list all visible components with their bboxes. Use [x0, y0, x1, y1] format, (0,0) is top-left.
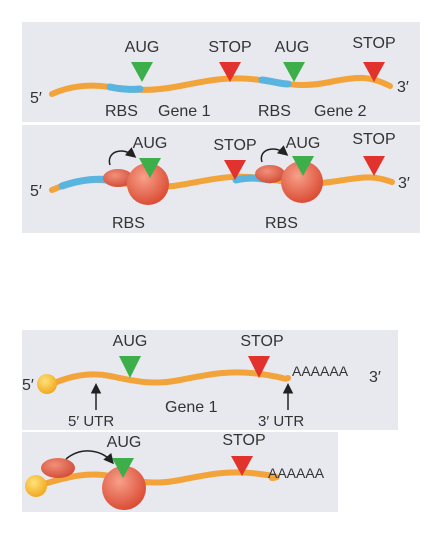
stop-codon-label-1: STOP: [208, 39, 251, 56]
five-prime-label: 5′: [22, 377, 34, 394]
stop-codon-label-2: STOP: [352, 35, 395, 52]
gene-label-2: Gene 2: [314, 103, 367, 120]
start-codon-label-2: AUG: [275, 39, 310, 56]
stop-codon-marker: [248, 356, 270, 378]
three-prime-label: 3′: [398, 175, 410, 192]
five-prime-label: 5′: [30, 183, 42, 200]
curved-arrow: [108, 147, 137, 166]
rbs-label-2: RBS: [265, 215, 298, 232]
ribosome-small-subunit: [41, 458, 75, 478]
rbs-segment-1: [106, 83, 144, 93]
utr-5-label: 5′ UTR: [68, 413, 114, 430]
ribosome-small-subunit: [103, 169, 133, 187]
eukaryote-top-panel: 5′ 3′ AUG STOP AAAAAA 5′ UTR Gene 1 3′ U…: [22, 330, 398, 430]
prokaryote-top-panel: 5′ 3′ AUG STOP AUG STOP RBS Gene 1 RBS G…: [22, 22, 420, 122]
stop-codon-marker: [231, 456, 253, 476]
start-codon-marker-1: [131, 62, 153, 82]
panel-background: [22, 22, 420, 122]
ribosome-large-subunit: [281, 161, 323, 203]
gene-label: Gene 1: [165, 399, 218, 416]
stop-codon-marker-1: [224, 160, 246, 180]
rbs-label-1: RBS: [105, 103, 138, 120]
start-codon-label: AUG: [107, 434, 142, 451]
stop-codon-marker-2: [363, 156, 385, 176]
three-prime-label: 3′: [369, 369, 381, 386]
poly-a-tail-label: AAAAAA: [292, 363, 349, 379]
start-codon-label-2: AUG: [286, 135, 321, 152]
start-codon-label: AUG: [113, 333, 148, 350]
start-codon-label-1: AUG: [125, 39, 160, 56]
stop-codon-label: STOP: [240, 333, 283, 350]
stop-codon-marker-2: [363, 62, 385, 82]
stop-codon-marker-1: [219, 62, 241, 82]
prokaryote-bottom-panel: 5′ 3′ AUG STOP AUG STOP RBS RBS: [22, 125, 420, 233]
start-codon-marker-2: [283, 62, 305, 82]
stop-codon-label-2: STOP: [352, 131, 395, 148]
ribosome-large-subunit: [127, 163, 169, 205]
panel-background: [22, 432, 338, 512]
curved-arrow: [65, 450, 114, 465]
ribosome-large-subunit: [102, 466, 146, 510]
start-codon-marker-1: [139, 158, 161, 178]
curved-arrow: [260, 145, 289, 163]
ribosome: [41, 450, 146, 510]
ribosome-1: [103, 147, 169, 205]
stop-codon-label: STOP: [222, 432, 265, 449]
ribosome-2: [255, 145, 323, 203]
rbs-segment-2: [258, 76, 292, 88]
poly-a-tail-label: AAAAAA: [268, 465, 325, 481]
gene-label-1: Gene 1: [158, 103, 211, 120]
start-codon-marker: [119, 356, 141, 378]
start-codon-label-1: AUG: [133, 135, 168, 152]
rbs-label-2: RBS: [258, 103, 291, 120]
utr-3-label: 3′ UTR: [258, 413, 304, 430]
five-prime-cap: [37, 374, 57, 394]
mrna-strand: [41, 469, 280, 487]
three-prime-label: 3′: [397, 79, 409, 96]
mrna-strand: [49, 369, 291, 387]
five-prime-label: 5′: [30, 90, 42, 107]
rbs-label-1: RBS: [112, 215, 145, 232]
five-prime-cap: [25, 475, 47, 497]
start-codon-marker: [112, 458, 134, 478]
panel-background: [22, 330, 398, 430]
stop-codon-label-1: STOP: [213, 137, 256, 154]
start-codon-marker-2: [292, 156, 314, 176]
eukaryote-bottom-panel: AUG STOP AAAAAA: [22, 432, 338, 512]
ribosome-small-subunit: [255, 165, 285, 183]
